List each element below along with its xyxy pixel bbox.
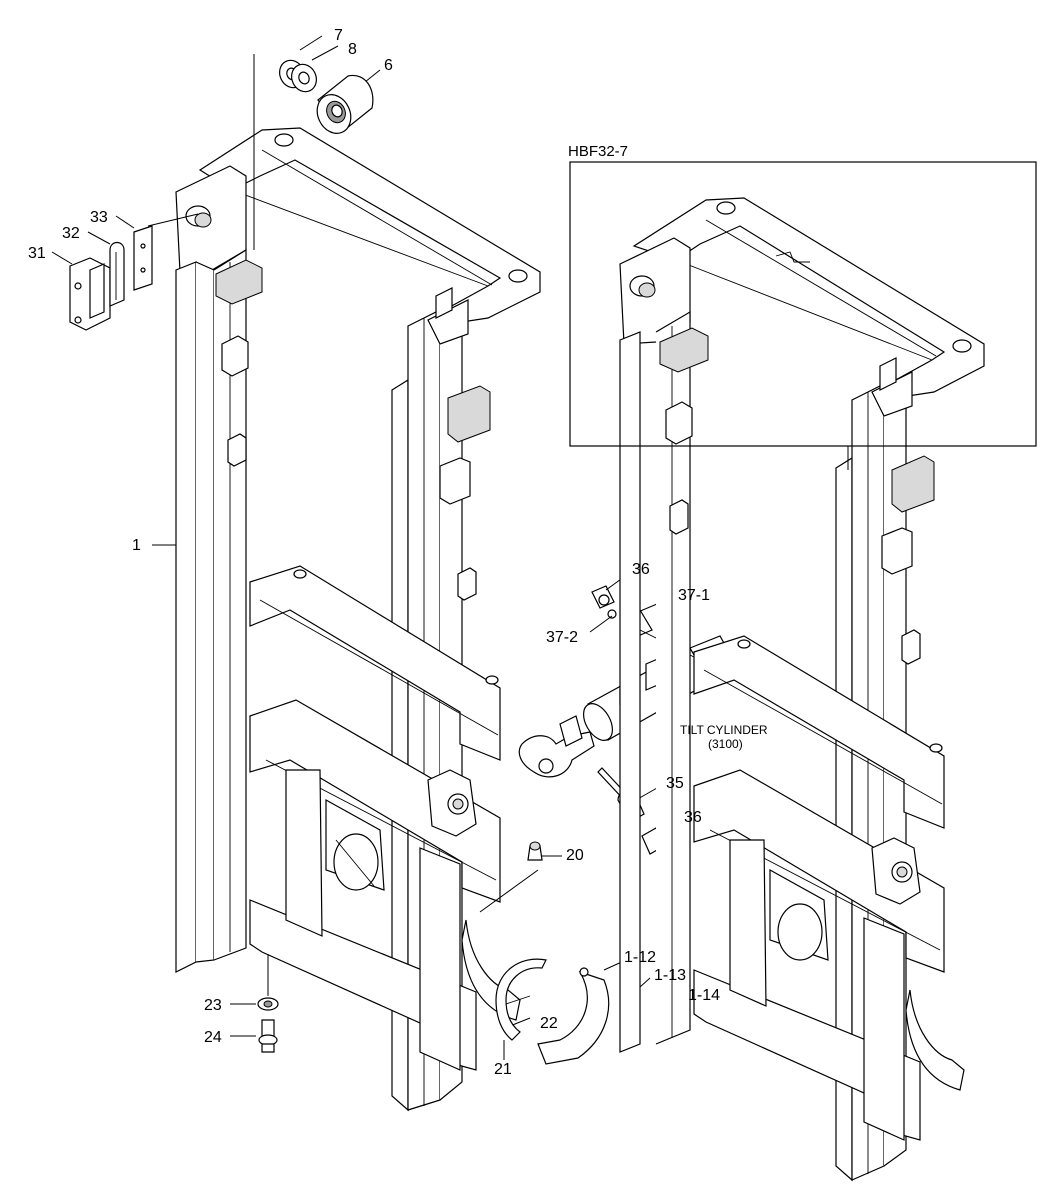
callout-1-14: 1-14 <box>688 987 720 1004</box>
bearing-parts <box>279 59 374 134</box>
bolt-washer-parts <box>257 997 279 1053</box>
callout-7: 7 <box>334 27 343 44</box>
callout-36-upper: 36 <box>632 561 650 578</box>
callout-24: 24 <box>204 1029 222 1046</box>
outer-mast-left <box>175 127 541 1112</box>
bracket-parts <box>69 225 153 331</box>
callout-31: 31 <box>28 245 46 262</box>
callout-36-lower: 36 <box>684 809 702 826</box>
callout-23: 23 <box>204 997 222 1014</box>
callout-21: 21 <box>494 1061 512 1078</box>
cylinder-label-line1: TILT CYLINDER <box>680 723 768 737</box>
callout-35: 35 <box>666 775 684 792</box>
cylinder-label-line2: (3100) <box>708 737 743 751</box>
callout-37-2: 37-2 <box>546 629 578 646</box>
inset-frame <box>569 161 1037 447</box>
callout-1-13: 1-13 <box>654 967 686 984</box>
callout-20: 20 <box>566 847 584 864</box>
callout-22: 22 <box>540 1015 558 1032</box>
callout-8: 8 <box>348 41 357 58</box>
grease-nipple <box>527 841 543 861</box>
bushing-parts <box>495 958 610 1065</box>
callout-6: 6 <box>384 57 393 74</box>
inset-label: HBF32-7 <box>568 143 628 160</box>
callout-33: 33 <box>90 209 108 226</box>
callout-1-12: 1-12 <box>624 949 656 966</box>
callout-37-1: 37-1 <box>678 587 710 604</box>
callout-32: 32 <box>62 225 80 242</box>
callout-1: 1 <box>132 537 141 554</box>
outer-mast-right <box>619 197 985 1182</box>
